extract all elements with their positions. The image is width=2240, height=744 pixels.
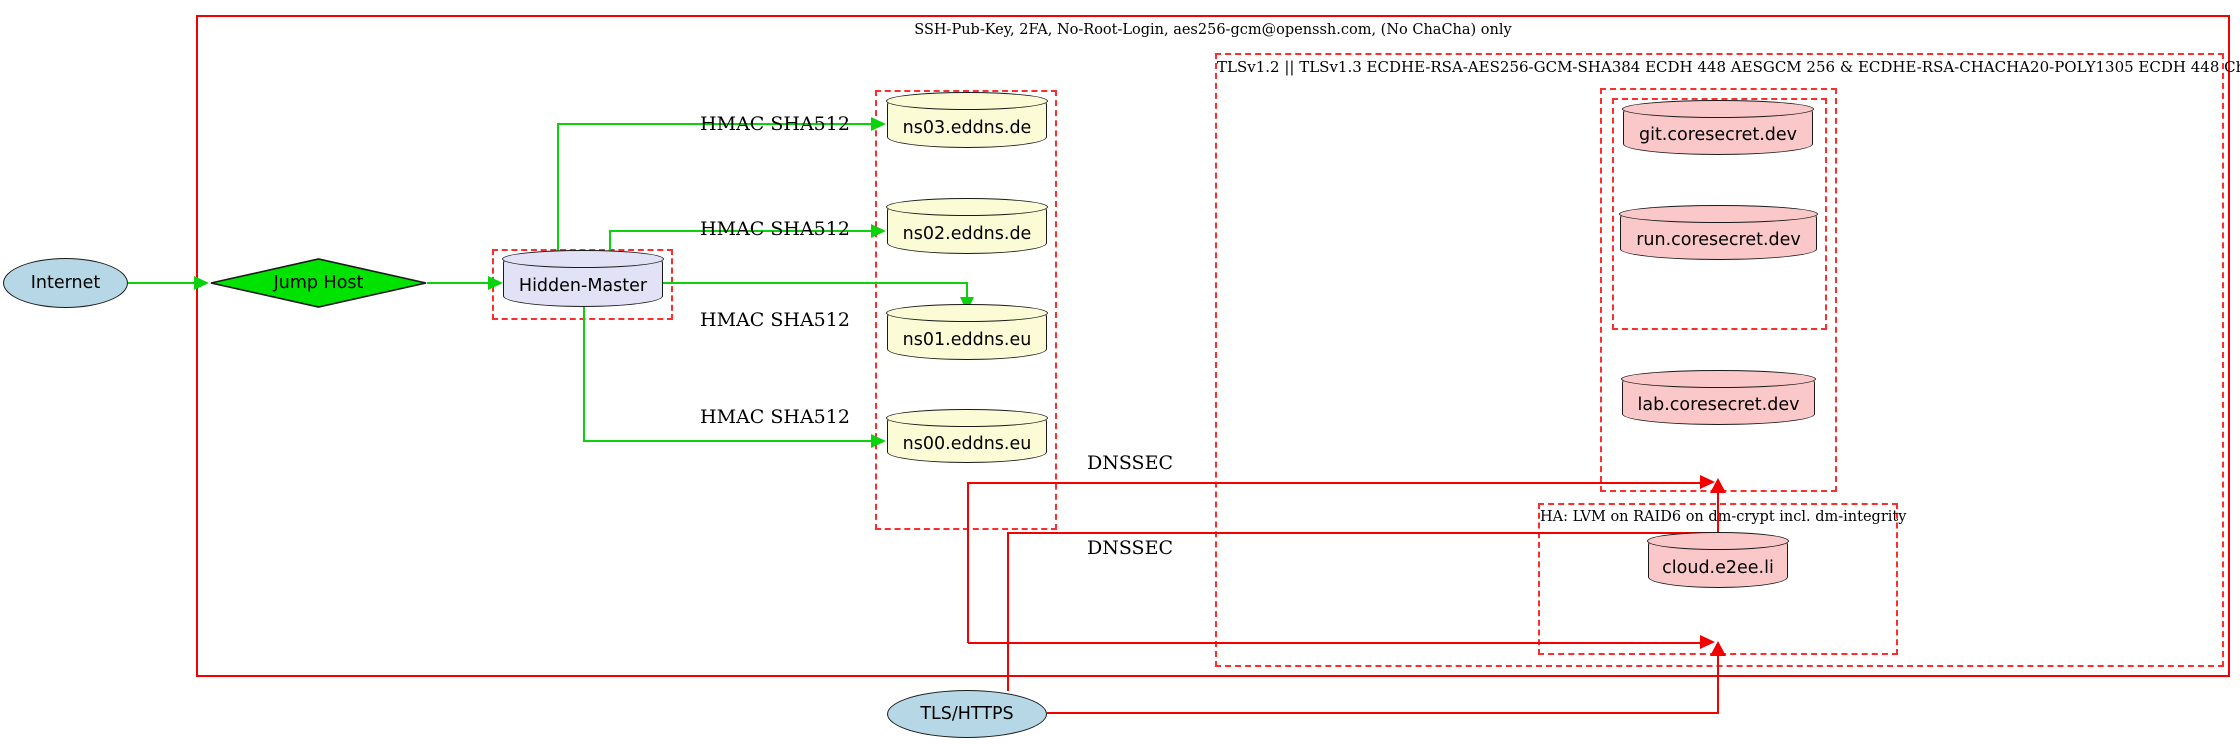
edge-hm-ns03-vertical: [557, 124, 559, 262]
node-cloud: cloud.e2ee.li: [1647, 532, 1789, 588]
cluster-coresecret-inner-box: [1612, 98, 1827, 330]
cluster-ssh-label: SSH-Pub-Key, 2FA, No-Root-Login, aes256-…: [914, 22, 1512, 38]
edge-internet-jumphost: [128, 282, 194, 284]
node-internet: Internet: [3, 258, 128, 308]
edge-label-hmac-ns03: HMAC SHA512: [700, 113, 850, 135]
edge-hm-ns03-horizontal: [557, 123, 871, 125]
edge-hm-ns00-horizontal: [583, 440, 871, 442]
cluster-ha-label: HA: LVM on RAID6 on dm-crypt incl. dm-in…: [1540, 509, 1907, 525]
arrowhead-tls-into-coresecret: [1710, 478, 1726, 493]
node-ns01-label: ns01.eddns.eu: [902, 329, 1032, 350]
edge-label-hmac-ns02: HMAC SHA512: [700, 218, 850, 240]
edge-hm-ns02-horizontal: [609, 230, 871, 232]
edge-hm-ns01-horizontal: [663, 282, 968, 284]
node-ns03-label: ns03.eddns.de: [902, 117, 1032, 138]
node-lab: lab.coresecret.dev: [1621, 370, 1816, 425]
diamond-shape: [210, 258, 427, 308]
arrowhead-into-hiddenmaster: [488, 276, 503, 290]
edge-dnssec-upper-horizontal: [968, 482, 1702, 484]
node-run: run.coresecret.dev: [1619, 205, 1818, 260]
cluster-tls-label: TLSv1.2 || TLSv1.3 ECDHE-RSA-AES256-GCM-…: [1217, 58, 2240, 76]
node-internet-label: Internet: [30, 273, 101, 293]
arrowhead-into-ns03: [871, 117, 886, 131]
edge-tls-coresecret-vertical-2: [1717, 492, 1719, 533]
node-ns03: ns03.eddns.de: [886, 92, 1048, 148]
edge-label-dnssec-lower: DNSSEC: [1087, 537, 1173, 559]
node-git: git.coresecret.dev: [1622, 100, 1814, 155]
node-ns02: ns02.eddns.de: [886, 198, 1048, 254]
node-lab-label: lab.coresecret.dev: [1637, 395, 1800, 415]
edge-dnssec-lower-horizontal: [968, 642, 1702, 644]
node-jump-host-label: Jump Host: [273, 273, 364, 293]
edge-label-hmac-ns01: HMAC SHA512: [700, 309, 850, 331]
edge-label-dnssec-upper: DNSSEC: [1087, 452, 1173, 474]
edge-tls-coresecret-vertical-1: [1007, 533, 1009, 691]
arrowhead-into-ns00: [871, 434, 886, 448]
node-ns02-label: ns02.eddns.de: [902, 223, 1032, 244]
edge-tls-coresecret-horizontal: [1007, 532, 1719, 534]
edge-hm-ns02-vertical: [609, 231, 611, 262]
edge-tls-ha-horizontal: [1047, 712, 1719, 714]
arrowhead-into-jumphost: [194, 276, 209, 290]
node-git-label: git.coresecret.dev: [1638, 125, 1798, 145]
cluster-ns-box: [875, 90, 1057, 530]
node-tls-https-label: TLS/HTTPS: [920, 704, 1014, 724]
edge-tls-ha-vertical: [1717, 655, 1719, 713]
edge-label-hmac-ns00: HMAC SHA512: [700, 406, 850, 428]
cluster-tls-box: TLSv1.2 || TLSv1.3 ECDHE-RSA-AES256-GCM-…: [1215, 53, 2240, 667]
node-ns00: ns00.eddns.eu: [886, 409, 1048, 463]
node-cloud-label: cloud.e2ee.li: [1662, 557, 1774, 578]
node-hidden-master-label: Hidden-Master: [518, 276, 648, 296]
node-hidden-master: Hidden-Master: [502, 250, 664, 307]
node-jump-host: Jump Host: [210, 258, 427, 308]
node-ns01: ns01.eddns.eu: [886, 304, 1048, 360]
edge-dnssec-vertical: [967, 482, 969, 643]
node-ns00-label: ns00.eddns.eu: [902, 433, 1032, 454]
arrowhead-into-ns02: [871, 224, 886, 238]
edge-hm-ns00-vertical: [583, 307, 585, 441]
cluster-ssh-box: SSH-Pub-Key, 2FA, No-Root-Login, aes256-…: [196, 15, 2230, 677]
edge-jumphost-hiddenmaster: [427, 282, 488, 284]
arrowhead-tls-into-ha: [1710, 641, 1726, 656]
node-tls-https: TLS/HTTPS: [887, 690, 1047, 738]
node-run-label: run.coresecret.dev: [1636, 230, 1801, 250]
edge-hm-ns01-vertical: [966, 283, 968, 298]
